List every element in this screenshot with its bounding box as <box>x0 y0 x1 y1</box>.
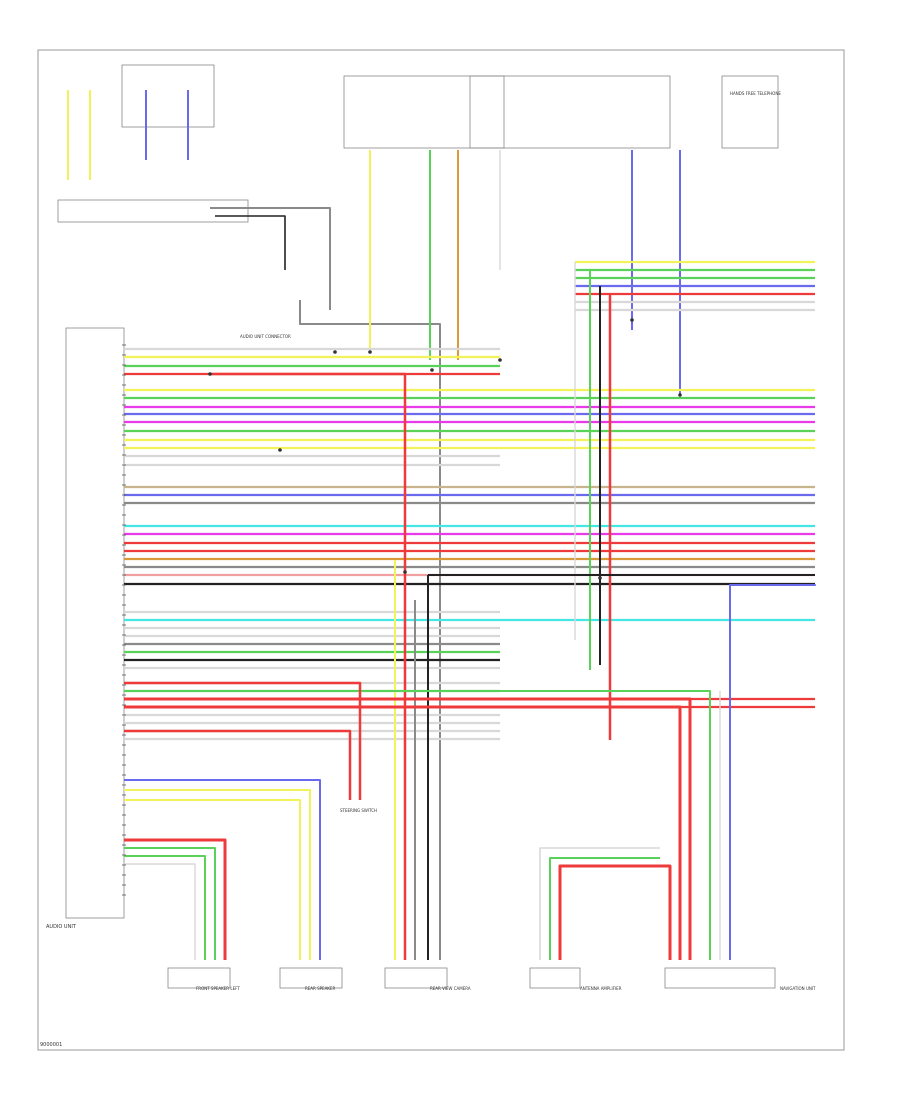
antenna-subharness-box <box>57 199 249 223</box>
fuse-relay-box-center <box>343 75 505 149</box>
antenna-amplifier-label: ANTENNA AMPLIFIER <box>580 986 622 991</box>
wire-red-lower-b <box>124 705 682 960</box>
splice-dot <box>498 358 502 362</box>
wire-red-steering <box>124 681 362 800</box>
splice-dot <box>278 448 282 452</box>
splice-dot <box>678 393 682 397</box>
wire-green-front-speaker <box>124 847 216 960</box>
wire-green-lower <box>124 690 711 960</box>
hands-free-telephone-label: HANDS FREE TELEPHONE <box>730 91 781 96</box>
wire-red-front-speaker <box>124 838 227 960</box>
splice-dot <box>368 350 372 354</box>
wire-yellow-speaker <box>124 789 311 960</box>
wire-blue-speaker <box>124 779 321 960</box>
antenna-connector <box>529 967 581 989</box>
rear-speaker-label: REAR SPEAKER <box>305 986 335 991</box>
fuse-relay-box-right <box>469 75 671 149</box>
splice-dot <box>403 570 407 574</box>
front-speaker-connector <box>167 967 231 989</box>
wires-layer <box>67 90 816 960</box>
marks-layer <box>122 318 682 896</box>
wire-white-front-speaker <box>124 863 196 960</box>
frame-layer <box>57 64 779 989</box>
audio-unit-label: AUDIO UNIT <box>46 924 77 930</box>
wire-white-antenna <box>539 847 660 960</box>
splice-dot <box>630 318 634 322</box>
steering-switch-label: STEERING SWITCH <box>340 808 377 813</box>
rear-speaker-connector <box>279 967 343 989</box>
wire-green-front-speaker-b <box>124 855 206 960</box>
page-number: 9000001 <box>40 1042 62 1048</box>
wire-yellow-speaker-b <box>124 799 301 960</box>
splice-dot <box>598 576 602 580</box>
wire-red-antenna <box>558 864 672 960</box>
diagram-border <box>37 49 845 1051</box>
top-fuse-box <box>121 64 215 128</box>
wire-blue-lower <box>729 584 816 960</box>
navigation-connector <box>664 967 776 989</box>
wire-green-antenna <box>549 857 660 960</box>
navigation-unit-label: NAVIGATION UNIT <box>780 986 816 991</box>
wire-black-subharness <box>215 215 286 270</box>
splice-dot <box>430 368 434 372</box>
splice-dot <box>208 372 212 376</box>
wire-red-center <box>210 372 407 960</box>
wire-gray-subharness <box>210 207 331 310</box>
splice-dot <box>333 350 337 354</box>
wire-red-lower <box>124 697 692 960</box>
rear-view-camera-label: REAR VIEW CAMERA <box>430 986 471 991</box>
wire-red-steering-b <box>124 729 352 800</box>
front-speaker-left-label: FRONT SPEAKER LEFT <box>196 986 240 991</box>
audio-unit-connector-label: AUDIO UNIT CONNECTOR <box>240 334 291 339</box>
audio-unit-box <box>65 327 125 919</box>
rear-camera-connector <box>384 967 448 989</box>
telephone-box <box>721 75 779 149</box>
